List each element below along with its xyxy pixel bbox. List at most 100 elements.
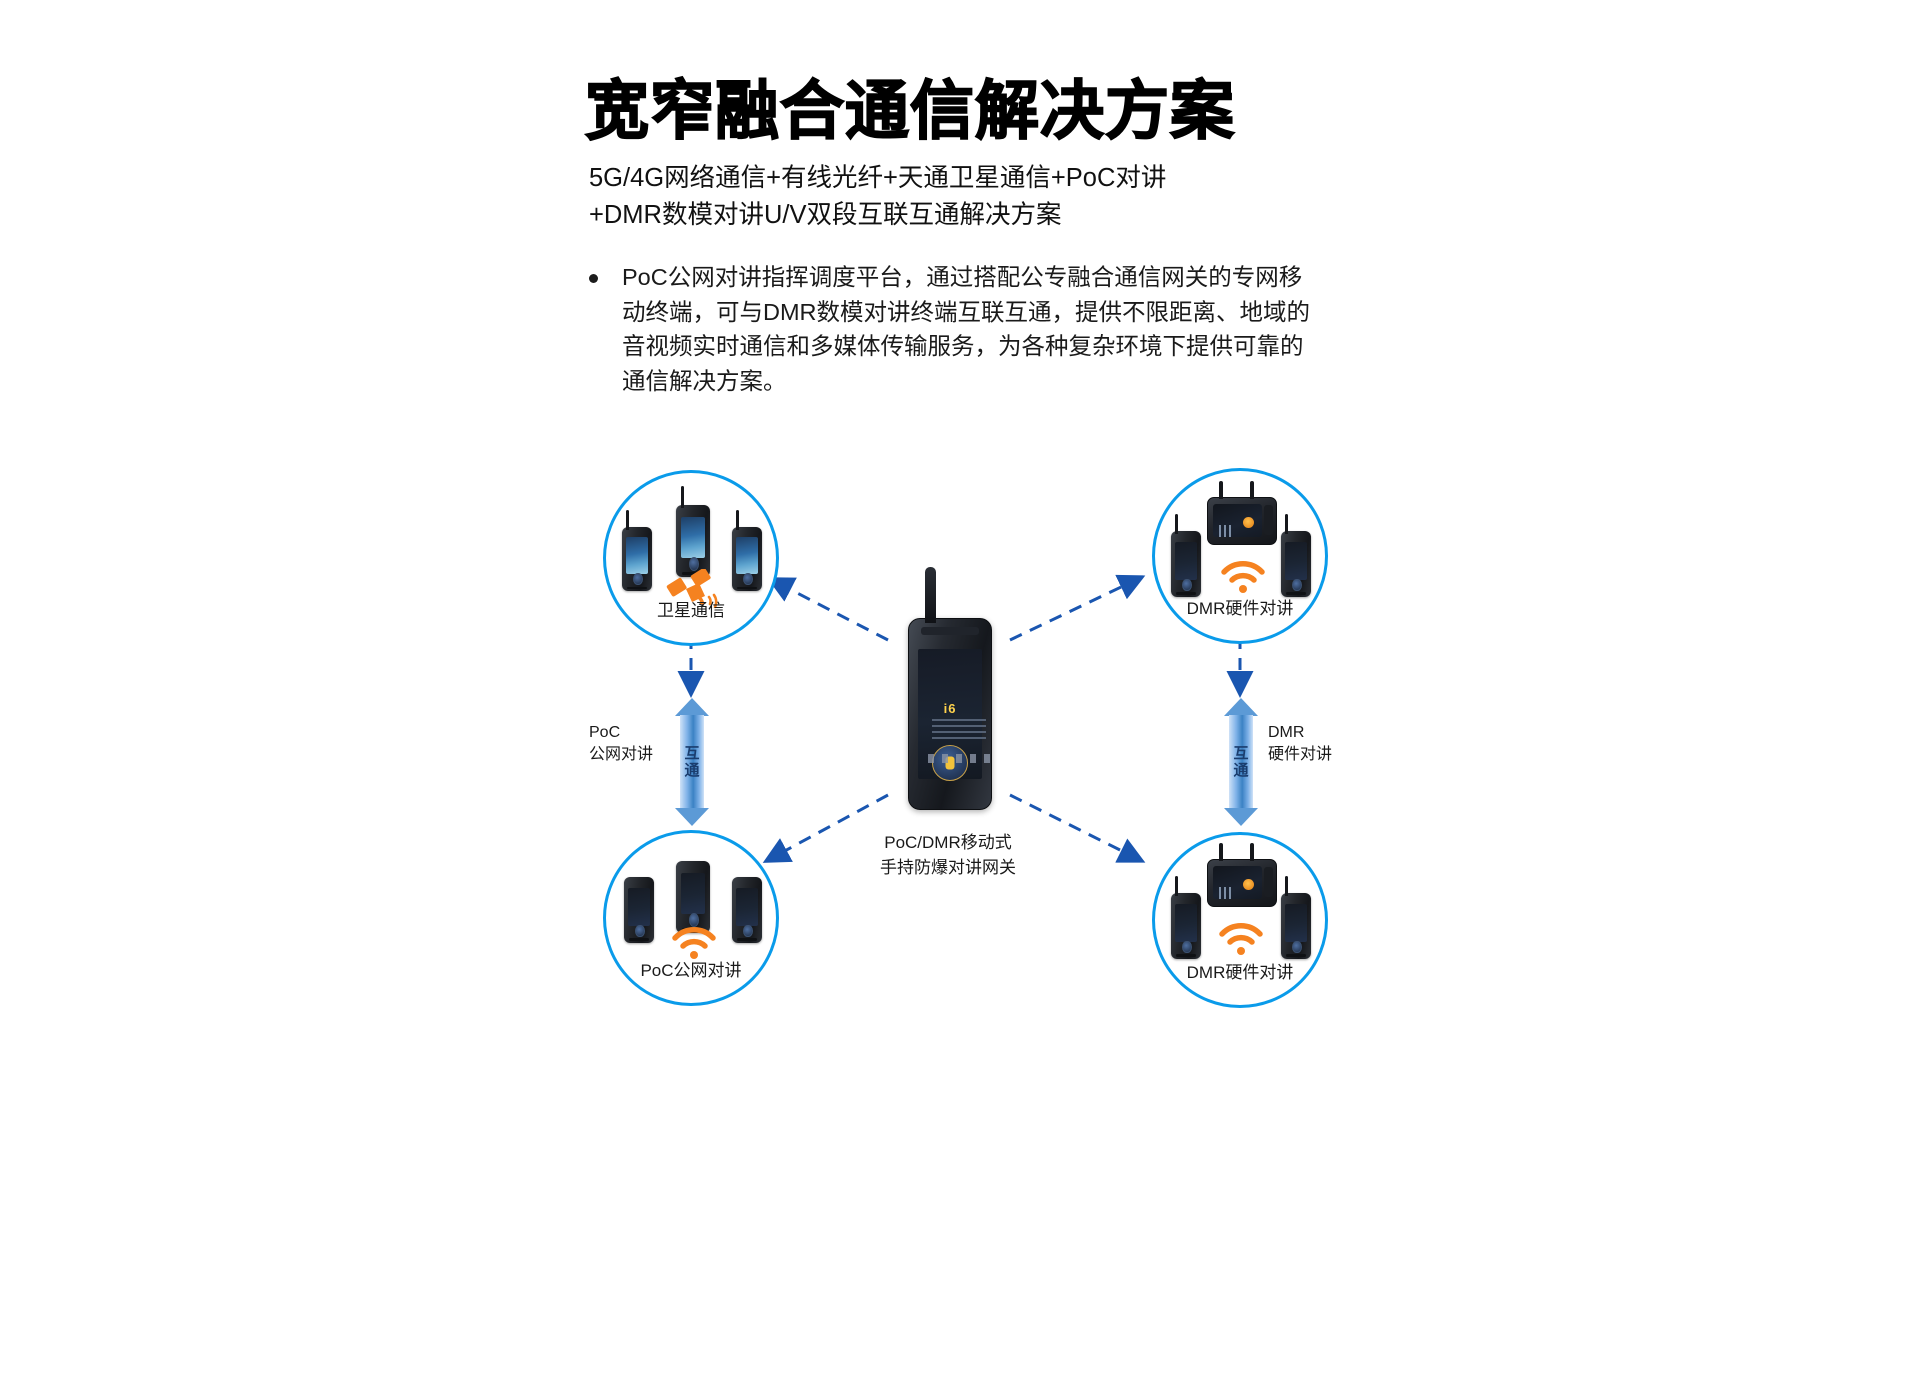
center-gateway-label-line-2: 手持防爆对讲网关 — [880, 858, 1016, 877]
wifi-icon — [1221, 561, 1265, 593]
terminal-keypad — [1263, 505, 1274, 535]
handheld-radio — [676, 486, 710, 577]
arrow-head-down-icon — [675, 808, 709, 826]
center-gateway-label-line-1: PoC/DMR移动式 — [884, 833, 1012, 852]
radio-knob — [1182, 578, 1192, 592]
node-dmr-top[interactable]: DMR硬件对讲 — [1152, 468, 1328, 644]
terminal-ptt-indicator — [1243, 879, 1255, 891]
device-ptt-button — [932, 745, 968, 781]
arrow-shaft — [1229, 715, 1253, 809]
arrow-head-up-icon — [1224, 698, 1258, 716]
radio-grill — [1286, 954, 1306, 958]
radio-knob — [688, 913, 700, 927]
handheld-radio — [1281, 513, 1311, 597]
radio-knob — [1292, 578, 1302, 592]
device-screen-text-lines — [932, 719, 986, 739]
radio-grill — [682, 571, 704, 575]
network-diagram: 卫星通信 — [0, 440, 1920, 1200]
center-gateway-device[interactable]: i6 — [908, 567, 992, 810]
node-satellite-label: 卫星通信 — [657, 601, 725, 620]
feature-bullet-block: PoC公网对讲指挥调度平台，通过搭配公专融合通信网关的专网移 动终端，可与DMR… — [589, 260, 1349, 398]
node-dmr-bottom[interactable]: DMR硬件对讲 — [1152, 832, 1328, 1008]
antenna-icon — [736, 510, 740, 530]
link-center-to-satellite — [766, 577, 889, 642]
interconnect-right-label-line-2: 硬件对讲 — [1268, 746, 1333, 763]
node-dmr-top-graphic — [1155, 471, 1325, 641]
interconnect-left-label-line-2: 公网对讲 — [589, 746, 654, 763]
handheld-radio — [732, 877, 762, 943]
radio-grill — [737, 586, 757, 590]
page-title: 宽窄融合通信解决方案 — [584, 74, 1235, 148]
antenna-icon — [1250, 480, 1255, 499]
radio-grill — [737, 938, 757, 942]
radio-screen — [736, 887, 758, 926]
interconnect-left-label: PoC 公网对讲 — [589, 722, 653, 766]
device-speaker — [921, 627, 979, 635]
radio-knob — [688, 557, 700, 571]
antenna-icon — [1285, 513, 1289, 534]
subtitle-line-2: +DMR数模对讲U/V双段互联互通解决方案 — [589, 201, 1062, 229]
antenna-icon — [680, 486, 685, 508]
handheld-radio — [1281, 875, 1311, 959]
bullet-item: PoC公网对讲指挥调度平台，通过搭配公专融合通信网关的专网移 动终端，可与DMR… — [589, 260, 1349, 398]
node-satellite[interactable]: 卫星通信 — [603, 470, 779, 646]
satellite-icon — [666, 569, 718, 609]
radio-grill — [1176, 954, 1196, 958]
node-poc-label: PoC公网对讲 — [640, 961, 742, 980]
interconnect-right-label-line-1: DMR — [1268, 724, 1305, 741]
handheld-radio — [1171, 513, 1201, 597]
radio-knob — [743, 924, 753, 938]
node-dmr-top-label: DMR硬件对讲 — [1186, 599, 1294, 618]
interconnect-arrow-right: 互通 — [1224, 698, 1258, 826]
arrow-head-down-icon — [1224, 808, 1258, 826]
antenna-icon — [1175, 875, 1179, 896]
diagram-connector-lines — [677, 574, 1254, 926]
page-subtitle: 5G/4G网络通信+有线光纤+天通卫星通信+PoC对讲 +DMR数模对讲U/V双… — [589, 160, 1166, 234]
radio-screen — [628, 887, 650, 926]
wifi-icon — [672, 927, 716, 959]
dmr-gateway-terminal — [1207, 480, 1277, 545]
antenna-icon — [626, 510, 630, 530]
bullet-line-2: 动终端，可与DMR数模对讲终端互联互通，提供不限距离、地域的 — [622, 298, 1311, 325]
radio-grill — [1286, 592, 1306, 596]
link-center-to-dmr-top — [1009, 574, 1146, 642]
radio-screen — [1285, 541, 1307, 580]
antenna-icon — [1175, 513, 1179, 534]
interconnect-left-label-line-1: PoC — [589, 724, 621, 741]
link-center-to-poc — [762, 793, 889, 863]
node-poc[interactable]: PoC公网对讲 — [603, 830, 779, 1006]
node-poc-graphic — [606, 833, 776, 1003]
link-center-to-dmr-bottom — [1009, 793, 1146, 863]
handheld-radio — [732, 510, 762, 591]
bullet-line-4: 通信解决方案。 — [622, 367, 787, 394]
bullet-paragraph: PoC公网对讲指挥调度平台，通过搭配公专融合通信网关的专网移 动终端，可与DMR… — [622, 260, 1310, 398]
antenna-icon — [1218, 480, 1223, 499]
bullet-line-1: PoC公网对讲指挥调度平台，通过搭配公专融合通信网关的专网移 — [622, 264, 1303, 290]
node-satellite-graphic — [606, 473, 776, 643]
radio-knob — [1182, 940, 1192, 954]
radio-screen — [736, 537, 758, 575]
radio-knob — [633, 573, 643, 586]
device-screen-icon-row — [928, 754, 990, 763]
interconnect-right-label: DMR 硬件对讲 — [1268, 722, 1332, 766]
terminal-signal-bars — [1218, 886, 1234, 899]
handheld-radio — [622, 510, 652, 591]
radio-screen — [1175, 541, 1197, 580]
antenna-icon — [1218, 842, 1223, 861]
interconnect-arrow-left: 互通 — [675, 698, 709, 826]
radio-knob — [1292, 940, 1302, 954]
bullet-dot-icon — [589, 274, 598, 283]
center-gateway-label: PoC/DMR移动式 手持防爆对讲网关 — [828, 830, 1068, 880]
subtitle-line-1: 5G/4G网络通信+有线光纤+天通卫星通信+PoC对讲 — [589, 164, 1167, 192]
radio-screen — [680, 516, 706, 559]
radio-screen — [680, 872, 706, 915]
arrow-shaft — [680, 715, 704, 809]
bullet-line-3: 音视频实时通信和多媒体传输服务，为各种复杂环境下提供可靠的 — [622, 333, 1304, 359]
radio-grill — [629, 938, 649, 942]
antenna-icon — [1285, 875, 1289, 896]
interconnect-right-badge: 互通 — [1233, 745, 1249, 779]
radio-screen — [1175, 903, 1197, 942]
device-screen-number: i6 — [943, 701, 957, 716]
radio-knob — [635, 924, 645, 938]
